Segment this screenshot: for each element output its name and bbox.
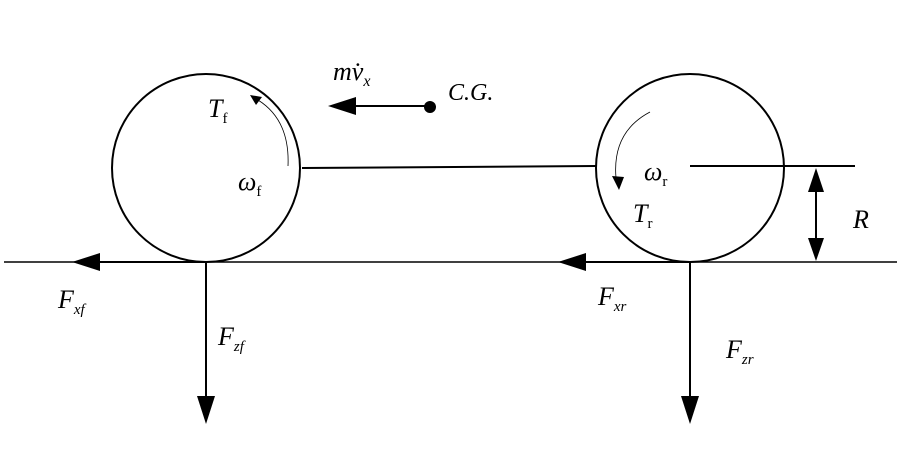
inertia-label: mv̇x bbox=[333, 57, 370, 90]
fz-front-arrowhead bbox=[197, 396, 215, 424]
front-torque-arrowhead bbox=[250, 95, 262, 105]
cg-label: C.G. bbox=[448, 80, 493, 106]
inertia-arrowhead bbox=[328, 97, 356, 115]
fx-front-arrowhead bbox=[72, 253, 100, 271]
radius-label: R bbox=[852, 205, 869, 234]
rear-torque-arrowhead bbox=[612, 176, 624, 190]
fz-rear-label: Fzr bbox=[725, 335, 754, 368]
torque-front-label: Tf bbox=[208, 94, 227, 127]
fz-rear-arrowhead bbox=[681, 396, 699, 424]
radius-arrowhead-bottom bbox=[808, 238, 824, 261]
fx-rear-label: Fxr bbox=[597, 282, 627, 315]
front-torque-arc bbox=[257, 99, 289, 167]
fx-front-label: Fxf bbox=[57, 285, 87, 318]
rear-wheel bbox=[595, 73, 785, 263]
omega-front-label: ωf bbox=[238, 167, 261, 200]
chassis-link bbox=[301, 165, 597, 169]
fx-rear-arrowhead bbox=[558, 253, 586, 271]
radius-arrowhead-top bbox=[808, 168, 824, 192]
rear-torque-arc bbox=[615, 111, 651, 179]
omega-rear-label: ωr bbox=[644, 157, 667, 190]
front-wheel bbox=[111, 73, 301, 263]
center-of-gravity-dot bbox=[424, 101, 436, 113]
torque-rear-label: Tr bbox=[633, 199, 652, 232]
fz-front-label: Fzf bbox=[217, 322, 246, 355]
